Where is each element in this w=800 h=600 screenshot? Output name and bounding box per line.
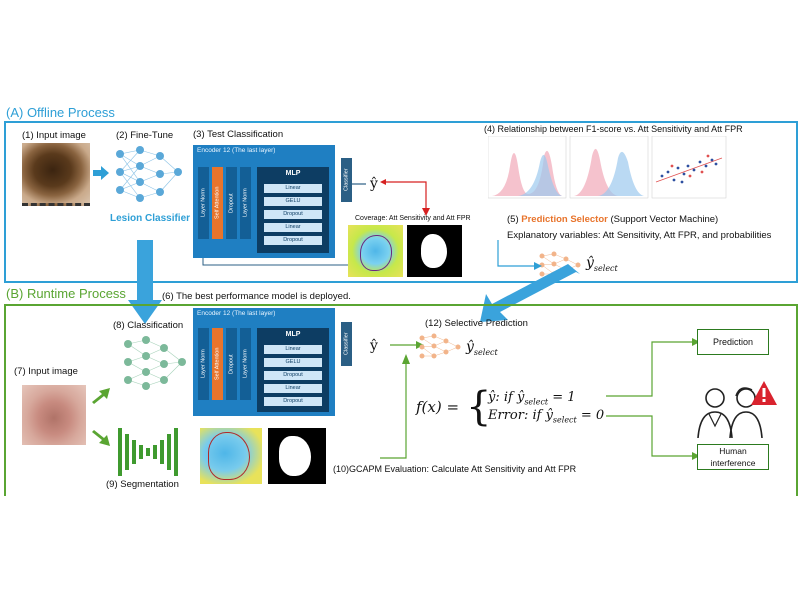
formula-lhs: f(x) = bbox=[416, 398, 460, 416]
offline-y-select-symbol: ŷ bbox=[586, 255, 594, 271]
runtime-mlp-block: MLP Linear GELU Dropout Linear Dropout bbox=[257, 328, 329, 412]
runtime-network-icon bbox=[124, 336, 186, 390]
formula-brace: { bbox=[466, 384, 492, 430]
explanatory-label: Explanatory variables: Att Sensitivity, … bbox=[507, 230, 772, 241]
segmentation-heatmap bbox=[200, 428, 262, 484]
offline-y-hat: ŷ bbox=[370, 176, 378, 192]
runtime-layer-norm-2: Layer Norm bbox=[240, 328, 251, 400]
offline-mlp-row: Dropout bbox=[263, 235, 323, 246]
offline-title: (A) Offline Process bbox=[6, 105, 115, 120]
prediction-box: Prediction bbox=[697, 329, 769, 355]
gcapm-label: (10)GCAPM Evaluation: Calculate Att Sens… bbox=[333, 464, 577, 474]
offline-mlp-row: Linear bbox=[263, 183, 323, 194]
deployed-label: (6) The best performance model is deploy… bbox=[162, 291, 351, 302]
offline-input-image bbox=[22, 143, 90, 206]
selector-suffix: (Support Vector Machine) bbox=[607, 214, 719, 225]
arrow-down-right-icon bbox=[92, 430, 110, 446]
offline-y-select-sub: select bbox=[593, 263, 618, 273]
finetune-label: (2) Fine-Tune bbox=[116, 130, 174, 141]
offline-box bbox=[4, 121, 798, 283]
runtime-y-select-symbol: ŷ bbox=[466, 339, 474, 355]
runtime-input-label: (7) Input image bbox=[14, 366, 78, 377]
offline-input-label: (1) Input image bbox=[22, 130, 86, 141]
prediction-selector-label: (5) Prediction Selector (Support Vector … bbox=[507, 214, 718, 225]
arrow-right-icon bbox=[93, 166, 109, 180]
selector-prefix: (5) bbox=[507, 214, 522, 225]
warning-icon bbox=[751, 381, 777, 405]
selective-label: (12) Selective Prediction bbox=[425, 318, 528, 329]
relationship-plots bbox=[488, 136, 727, 199]
selector-deploy-arrow-icon bbox=[480, 264, 580, 322]
formula-case2: Error: if ŷselect = 0 bbox=[488, 408, 605, 425]
offline-mlp-row: Linear bbox=[263, 222, 323, 233]
runtime-title: (B) Runtime Process bbox=[6, 286, 126, 301]
runtime-encoder-title: Encoder 12 (The last layer) bbox=[197, 310, 276, 317]
coverage-mask bbox=[407, 225, 462, 277]
runtime-mlp-row: Dropout bbox=[263, 396, 323, 407]
offline-y-select: ŷselect bbox=[586, 255, 618, 273]
selector-name: Prediction Selector bbox=[521, 214, 608, 225]
coverage-mask-shape bbox=[421, 234, 447, 268]
segmentation-label: (9) Segmentation bbox=[106, 479, 179, 490]
offline-mlp-title: MLP bbox=[285, 170, 301, 177]
offline-mlp-row: GELU bbox=[263, 196, 323, 207]
offline-encoder-title: Encoder 12 (The last layer) bbox=[197, 147, 276, 154]
relationship-label: (4) Relationship between F1-score vs. At… bbox=[484, 124, 743, 134]
runtime-encoder: Encoder 12 (The last layer) Layer Norm S… bbox=[193, 308, 335, 416]
arrow-up-right-icon bbox=[92, 388, 110, 404]
neural-network-icon bbox=[116, 146, 182, 202]
runtime-dropout: Dropout bbox=[226, 328, 237, 400]
offline-mlp-block: MLP Linear GELU Dropout Linear Dropout bbox=[257, 167, 329, 253]
runtime-mlp-row: Dropout bbox=[263, 370, 323, 381]
test-classification-label: (3) Test Classification bbox=[193, 129, 284, 140]
runtime-mlp-row: Linear bbox=[263, 383, 323, 394]
runtime-mlp-title: MLP bbox=[285, 331, 301, 338]
formula-case1: ŷ: if ŷselect = 1 bbox=[488, 390, 576, 407]
offline-mlp-row: Dropout bbox=[263, 209, 323, 220]
deploy-arrow-icon bbox=[128, 240, 162, 324]
segmentation-contour bbox=[208, 432, 250, 480]
coverage-contour bbox=[360, 235, 392, 271]
output-arrows bbox=[606, 338, 700, 460]
runtime-y-hat: ŷ bbox=[370, 338, 378, 354]
unet-icon bbox=[118, 428, 178, 476]
doctor-icon bbox=[697, 387, 763, 439]
lesion-classifier-label: Lesion Classifier bbox=[110, 213, 191, 224]
segmentation-mask-shape bbox=[279, 436, 311, 476]
runtime-box bbox=[4, 304, 798, 496]
runtime-y-select-sub: select bbox=[473, 347, 498, 357]
coverage-heatmap bbox=[348, 225, 403, 277]
classification-label: (8) Classification bbox=[113, 320, 184, 331]
runtime-input-image bbox=[22, 385, 86, 445]
selective-network-icon bbox=[419, 333, 461, 359]
runtime-mlp-row: GELU bbox=[263, 357, 323, 368]
segmentation-mask bbox=[268, 428, 326, 484]
runtime-arrows bbox=[380, 341, 424, 459]
selector-connector bbox=[497, 240, 542, 270]
human-interference-box: Human interference bbox=[697, 444, 769, 470]
coverage-label: Coverage: Att Sensitivity and Att FPR bbox=[355, 215, 471, 222]
runtime-layer-norm-1: Layer Norm bbox=[198, 328, 209, 400]
offline-encoder: Encoder 12 (The last layer) Layer Norm S… bbox=[193, 145, 335, 258]
runtime-self-attention: Self Attention bbox=[212, 328, 223, 400]
runtime-y-select: ŷselect bbox=[466, 339, 498, 357]
runtime-classifier: Classifier bbox=[341, 322, 352, 366]
runtime-mlp-row: Linear bbox=[263, 344, 323, 355]
